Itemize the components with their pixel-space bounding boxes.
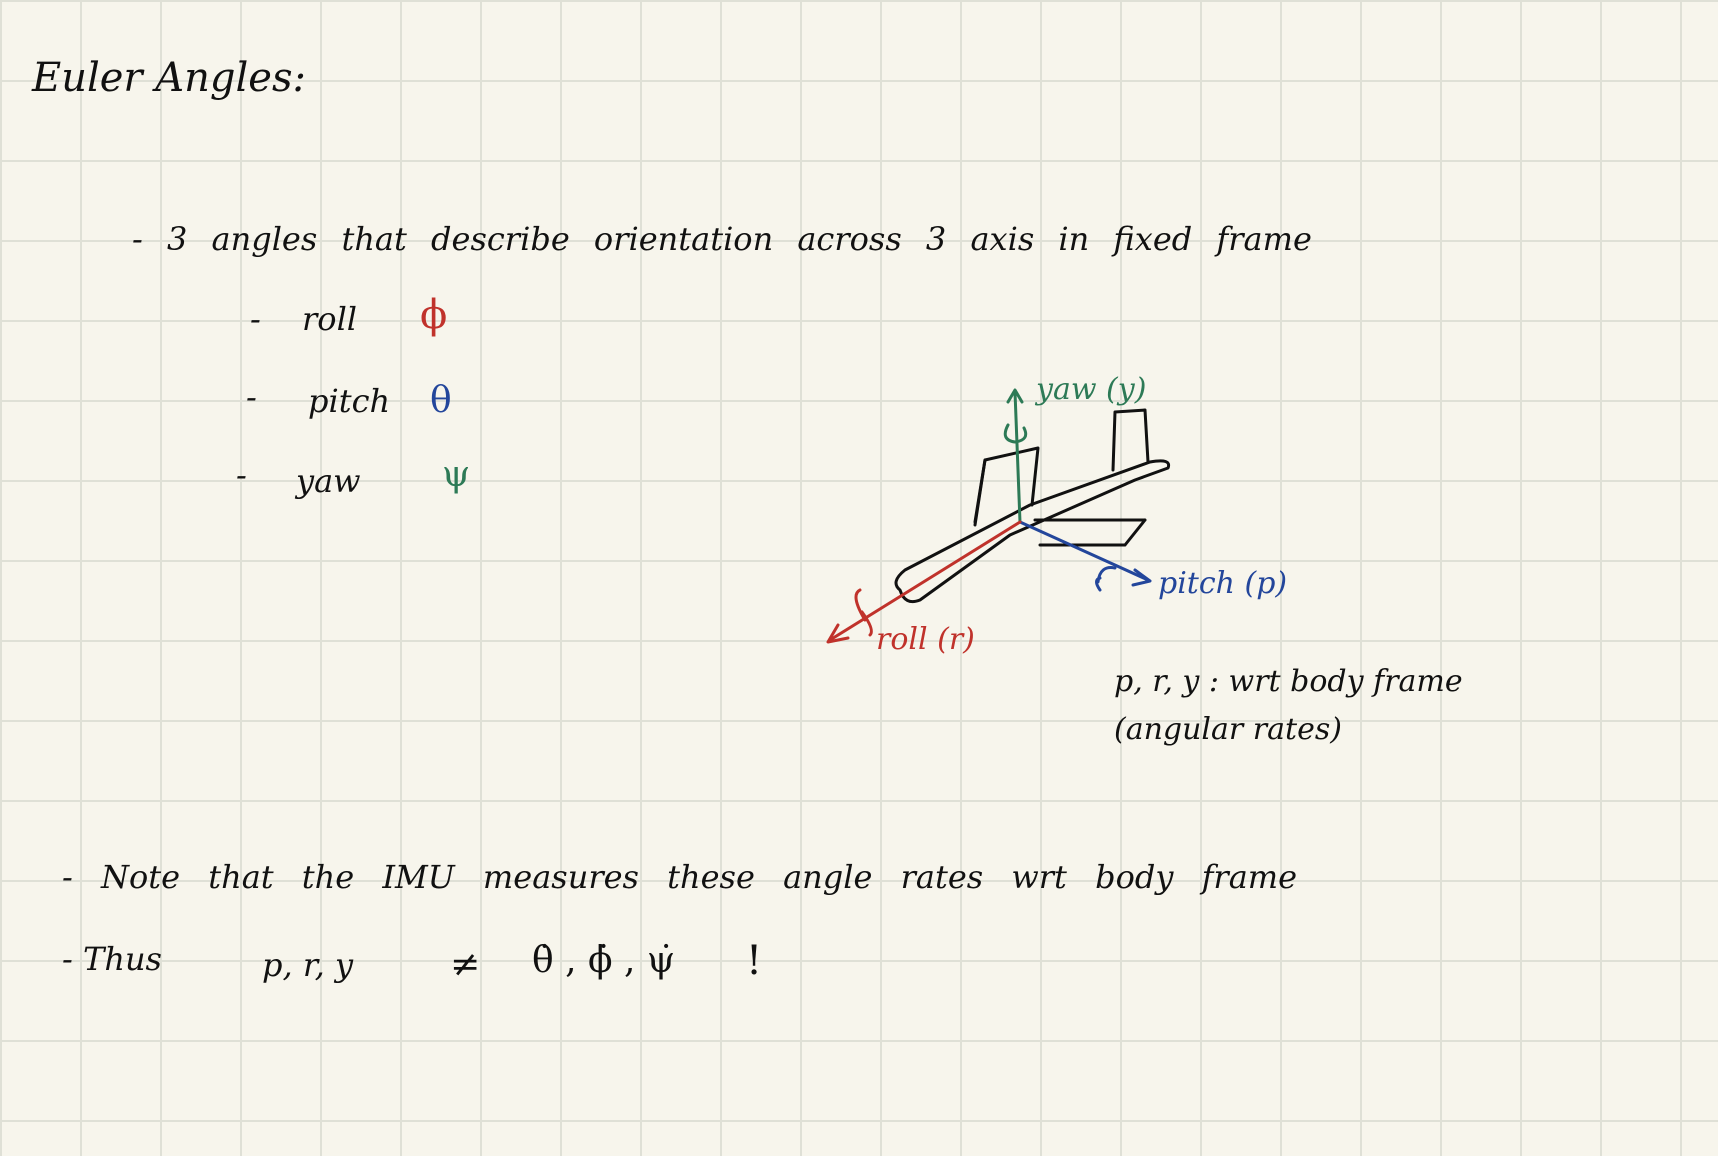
roll-arrowhead [826, 623, 850, 644]
thus-prefix: - Thus [62, 940, 162, 978]
body-rates: p, r, y [262, 946, 354, 984]
front-wing-edge [973, 458, 987, 524]
theta-symbol: θ [430, 380, 452, 421]
roll-axis [828, 520, 1022, 642]
yaw-dash: - [236, 456, 247, 494]
axes-note-line2: (angular rates) [1114, 712, 1342, 747]
yaw-rotation-icon [1003, 423, 1028, 444]
horizontal-wing [1033, 518, 1147, 547]
intro-bullet: - 3 angles that describe orientation acr… [132, 220, 1312, 258]
roll-dash: - [250, 300, 261, 338]
yaw-axis-label: yaw (y) [1036, 372, 1147, 407]
roll-label: roll [302, 300, 358, 338]
pitch-arrowhead [1131, 568, 1152, 587]
pitch-rotation-icon [1095, 566, 1117, 592]
tail-fin [1111, 408, 1150, 472]
psi-symbol: ψ [442, 454, 471, 495]
phi-symbol: ϕ [420, 292, 448, 338]
roll-rotation-icon [854, 588, 873, 637]
pitch-axis [1018, 520, 1150, 582]
yaw-arrowhead [1006, 388, 1024, 404]
pitch-dash: - [246, 378, 257, 416]
imu-note: - Note that the IMU measures these angle… [62, 858, 1298, 896]
euler-angle-rates: θ̇ , ϕ̇ , ψ̇ [532, 940, 676, 981]
pitch-label: pitch [308, 382, 391, 420]
yaw-axis [1013, 390, 1022, 524]
roll-axis-label: roll (r) [876, 622, 975, 657]
exclamation-mark: ! [746, 938, 763, 984]
page-title: Euler Angles: [32, 55, 306, 101]
yaw-label: yaw [296, 462, 361, 500]
pitch-axis-label: pitch (p) [1158, 566, 1288, 601]
not-equal-sign: ≠ [450, 944, 481, 985]
axes-note-line1: p, r, y : wrt body frame [1114, 664, 1463, 699]
fuselage-outline [894, 459, 1171, 604]
